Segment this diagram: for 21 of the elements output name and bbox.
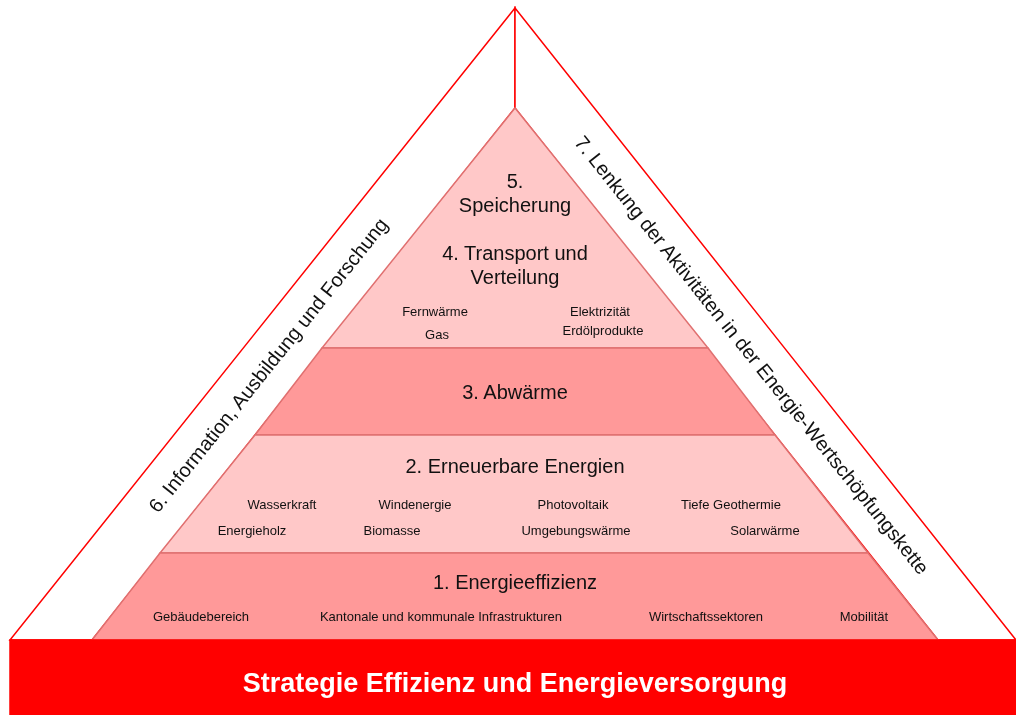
layer-title: 4. Transport und Verteilung xyxy=(441,241,589,289)
item-label: Mobilität xyxy=(839,609,889,625)
item-label: Elektrizität xyxy=(570,304,630,320)
layer-title: 5. Speicherung xyxy=(457,169,573,217)
item-label: Fernwärme xyxy=(402,304,468,320)
item-label: Erdölprodukte xyxy=(562,323,644,339)
item-label: Wirtschaftssektoren xyxy=(648,609,764,625)
item-label: Photovoltaik xyxy=(537,497,609,513)
base-banner xyxy=(10,640,1016,715)
item-label: Umgebungswärme xyxy=(521,523,631,539)
item-label: Energieholz xyxy=(217,523,287,539)
layer-title: 3. Abwärme xyxy=(462,380,568,404)
item-label: Kantonale und kommunale Infrastrukturen xyxy=(319,609,563,625)
item-label: Gebäudebereich xyxy=(152,609,250,625)
item-label: Wasserkraft xyxy=(247,497,317,513)
item-label: Gas xyxy=(425,327,449,343)
item-label: Windenergie xyxy=(378,497,452,513)
banner-title: Strategie Effizienz und Energieversorgung xyxy=(242,666,788,700)
item-label: Biomasse xyxy=(363,523,421,539)
layer-title: 2. Erneuerbare Energien xyxy=(405,454,625,478)
layer-title: 1. Energieeffizienz xyxy=(432,570,598,594)
